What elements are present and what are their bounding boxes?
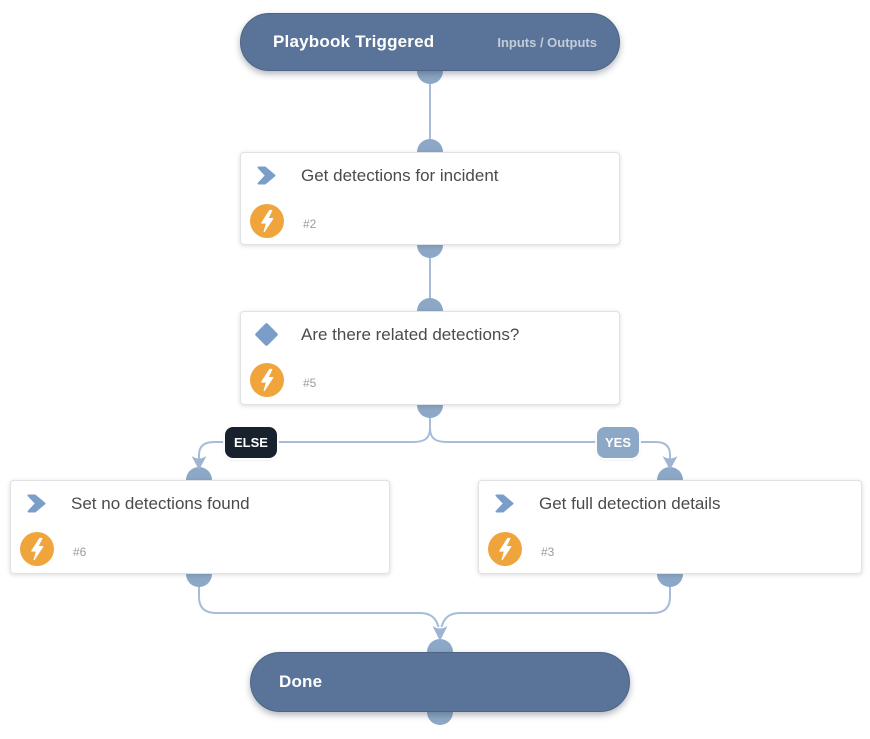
inputs-outputs-link[interactable]: Inputs / Outputs [497, 34, 597, 50]
action-node-get-full-details[interactable]: Get full detection details #3 [478, 480, 862, 574]
arrowhead-merge-done [432, 626, 448, 641]
custom-code-lightning-icon[interactable] [488, 532, 522, 566]
node-id-badge: #5 [303, 376, 317, 390]
port-in-done[interactable] [427, 639, 453, 652]
port-in-get-detections[interactable] [417, 139, 443, 152]
port-out-decision[interactable] [417, 405, 443, 418]
port-in-decision[interactable] [417, 298, 443, 311]
decision-node-related-detections[interactable]: Are there related detections? #5 [240, 311, 620, 405]
start-node-playbook-triggered[interactable]: Playbook Triggered Inputs / Outputs [240, 13, 620, 71]
node-title: Set no detections found [71, 494, 250, 513]
custom-code-lightning-icon[interactable] [250, 204, 284, 238]
action-node-get-detections[interactable]: Get detections for incident #2 [240, 152, 620, 245]
action-node-set-no-detections[interactable]: Set no detections found #6 [10, 480, 390, 574]
port-out-start[interactable] [417, 71, 443, 84]
custom-code-lightning-icon[interactable] [20, 532, 54, 566]
node-title: Get full detection details [539, 494, 721, 513]
node-title: Get detections for incident [301, 166, 499, 185]
end-node-title: Done [279, 672, 323, 691]
action-chevron-icon [494, 493, 515, 514]
action-chevron-icon [256, 165, 277, 186]
port-in-get-full-details[interactable] [657, 467, 683, 480]
port-in-set-no-detections[interactable] [186, 467, 212, 480]
wire-left-to-done [198, 574, 440, 628]
wire-decision-else [198, 416, 431, 460]
edge-label-else[interactable]: ELSE [225, 427, 277, 458]
start-node-title: Playbook Triggered [273, 32, 435, 51]
node-title: Are there related detections? [301, 325, 520, 344]
decision-diamond-icon [253, 321, 280, 348]
wire-decision-yes [429, 416, 671, 460]
end-node-done[interactable]: Done [250, 652, 630, 712]
action-chevron-icon [26, 493, 47, 514]
wire-right-to-done [440, 574, 671, 628]
edge-label-yes[interactable]: YES [597, 427, 639, 458]
port-out-get-full-details[interactable] [657, 574, 683, 587]
port-out-done[interactable] [427, 712, 453, 725]
port-out-set-no-detections[interactable] [186, 574, 212, 587]
node-id-badge: #6 [73, 545, 87, 559]
node-id-badge: #2 [303, 217, 317, 231]
node-id-badge: #3 [541, 545, 555, 559]
arrowhead-else-branch [191, 456, 207, 470]
arrowhead-yes-branch [662, 456, 678, 470]
custom-code-lightning-icon[interactable] [250, 363, 284, 397]
port-out-get-detections[interactable] [417, 245, 443, 258]
